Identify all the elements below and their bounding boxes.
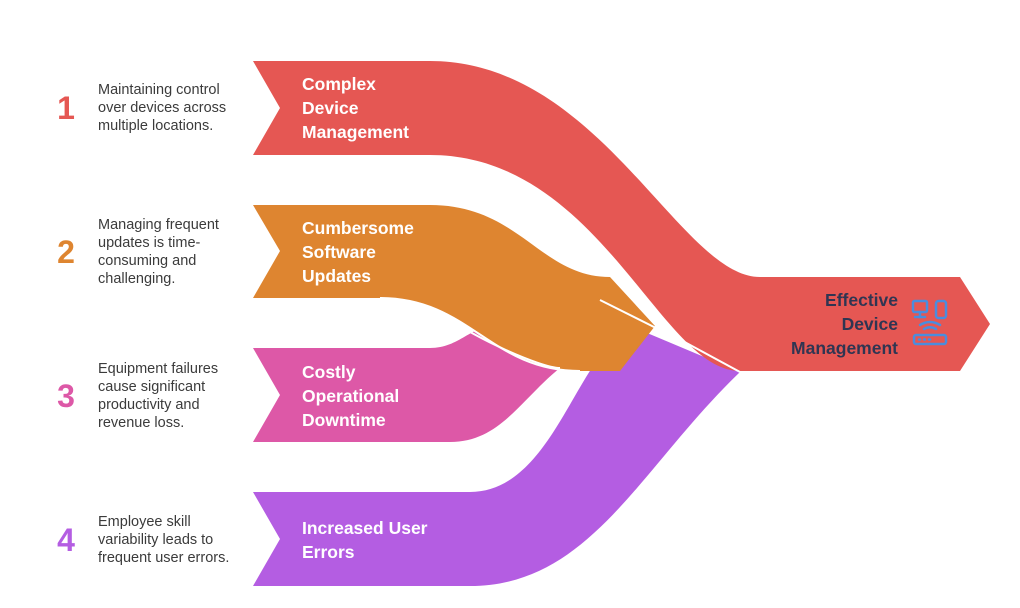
title-line: Management xyxy=(302,122,409,142)
ribbon-title-3: Costly Operational Downtime xyxy=(302,360,492,432)
ribbon-title-4: Increased User Errors xyxy=(302,516,492,564)
description-line: challenging. xyxy=(98,271,176,287)
ribbon-4 xyxy=(253,330,740,586)
title-line: Operational xyxy=(302,386,400,406)
title-line: Effective xyxy=(825,290,898,310)
step-description-4: Employee skill variability leads to freq… xyxy=(98,513,248,567)
ribbon-1 xyxy=(253,61,990,371)
description-line: multiple locations. xyxy=(98,118,214,134)
title-line: Device xyxy=(302,98,359,118)
description-line: Equipment failures xyxy=(98,361,219,377)
description-line: consuming and xyxy=(98,253,197,269)
step-number-3: 3 xyxy=(57,378,75,414)
title-line: Complex xyxy=(302,74,376,94)
step-number-2: 2 xyxy=(57,234,75,270)
title-line: Updates xyxy=(302,266,372,286)
title-line: Management xyxy=(791,338,898,358)
step-description-3: Equipment failures cause significant pro… xyxy=(98,360,248,432)
step-description-1: Maintaining control over devices across … xyxy=(98,81,248,135)
ribbon-2 xyxy=(253,205,655,371)
ribbon-title-2: Cumbersome Software Updates xyxy=(302,216,492,288)
step-number-1: 1 xyxy=(57,90,75,126)
title-line: Errors xyxy=(302,542,355,562)
title-line: Cumbersome xyxy=(302,218,414,238)
network-devices-icon xyxy=(911,299,948,346)
step-number-4: 4 xyxy=(57,522,75,558)
title-line: Software xyxy=(302,242,376,262)
title-line: Downtime xyxy=(302,410,386,430)
description-line: over devices across xyxy=(98,100,227,116)
ribbon-title-1: Complex Device Management xyxy=(302,72,492,144)
description-line: frequent user errors. xyxy=(98,550,230,566)
title-line: Increased User xyxy=(302,518,428,538)
step-description-2: Managing frequent updates is time- consu… xyxy=(98,216,248,288)
description-line: revenue loss. xyxy=(98,415,185,431)
description-line: Maintaining control xyxy=(98,82,220,98)
title-line: Device xyxy=(841,314,898,334)
description-line: cause significant xyxy=(98,379,206,395)
description-line: Employee skill xyxy=(98,514,191,530)
description-line: productivity and xyxy=(98,397,200,413)
title-line: Costly xyxy=(302,362,356,382)
description-line: variability leads to xyxy=(98,532,214,548)
goal-title: Effective Device Management xyxy=(760,288,898,360)
ribbon-3 xyxy=(253,325,560,442)
description-line: updates is time- xyxy=(98,235,201,251)
description-line: Managing frequent xyxy=(98,217,219,233)
